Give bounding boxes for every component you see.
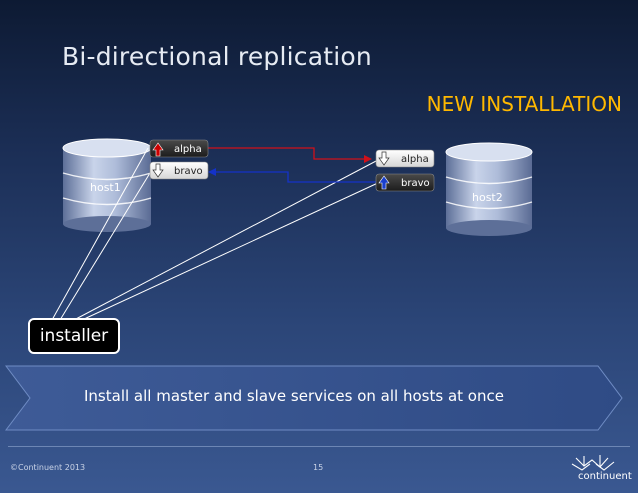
continuent-logo-icon: [571, 455, 615, 471]
installer-connections: [51, 147, 381, 321]
slave-down-arrow-icon: [152, 163, 164, 178]
host1-service-alpha: alpha: [149, 139, 209, 158]
installer-line-host2-bravo: [81, 181, 381, 321]
logo-text: continuent: [578, 471, 632, 482]
installer-line-host2-alpha: [73, 159, 379, 321]
host1-database: host1: [62, 138, 152, 232]
host1-alpha-label: alpha: [174, 144, 202, 155]
host1-service-bravo: bravo: [149, 161, 209, 180]
host1-label: host1: [90, 181, 121, 194]
new-installation-tag: NEW INSTALLATION: [426, 92, 622, 116]
host2-label: host2: [472, 191, 503, 204]
install-banner-shape: [5, 365, 623, 431]
slave-down-arrow-icon: [378, 151, 390, 166]
host2-service-bravo: bravo: [375, 173, 435, 192]
host2-bravo-label: bravo: [401, 178, 430, 189]
installer-line-host1-alpha: [51, 147, 149, 321]
host2-alpha-label: alpha: [401, 154, 429, 165]
master-up-arrow-icon: [378, 175, 390, 190]
install-banner-text: Install all master and slave services on…: [84, 387, 504, 405]
copyright: ©Continuent 2013: [10, 463, 86, 472]
slide-title: Bi-directional replication: [62, 42, 372, 71]
host2-database: host2: [445, 142, 533, 236]
host1-bravo-label: bravo: [174, 166, 203, 177]
replication-alpha-arrowhead: [364, 155, 372, 163]
replication-alpha-path: [207, 147, 368, 160]
page-number: 15: [313, 463, 324, 472]
installer-box: installer: [28, 318, 120, 354]
replication-bravo-path: [214, 171, 382, 183]
footer-divider: [8, 446, 630, 447]
host2-service-alpha: alpha: [375, 149, 435, 168]
replication-paths: [207, 147, 382, 183]
master-up-arrow-icon: [152, 142, 164, 157]
replication-bravo-arrowhead: [208, 168, 216, 176]
installer-line-host1-bravo: [59, 172, 151, 321]
